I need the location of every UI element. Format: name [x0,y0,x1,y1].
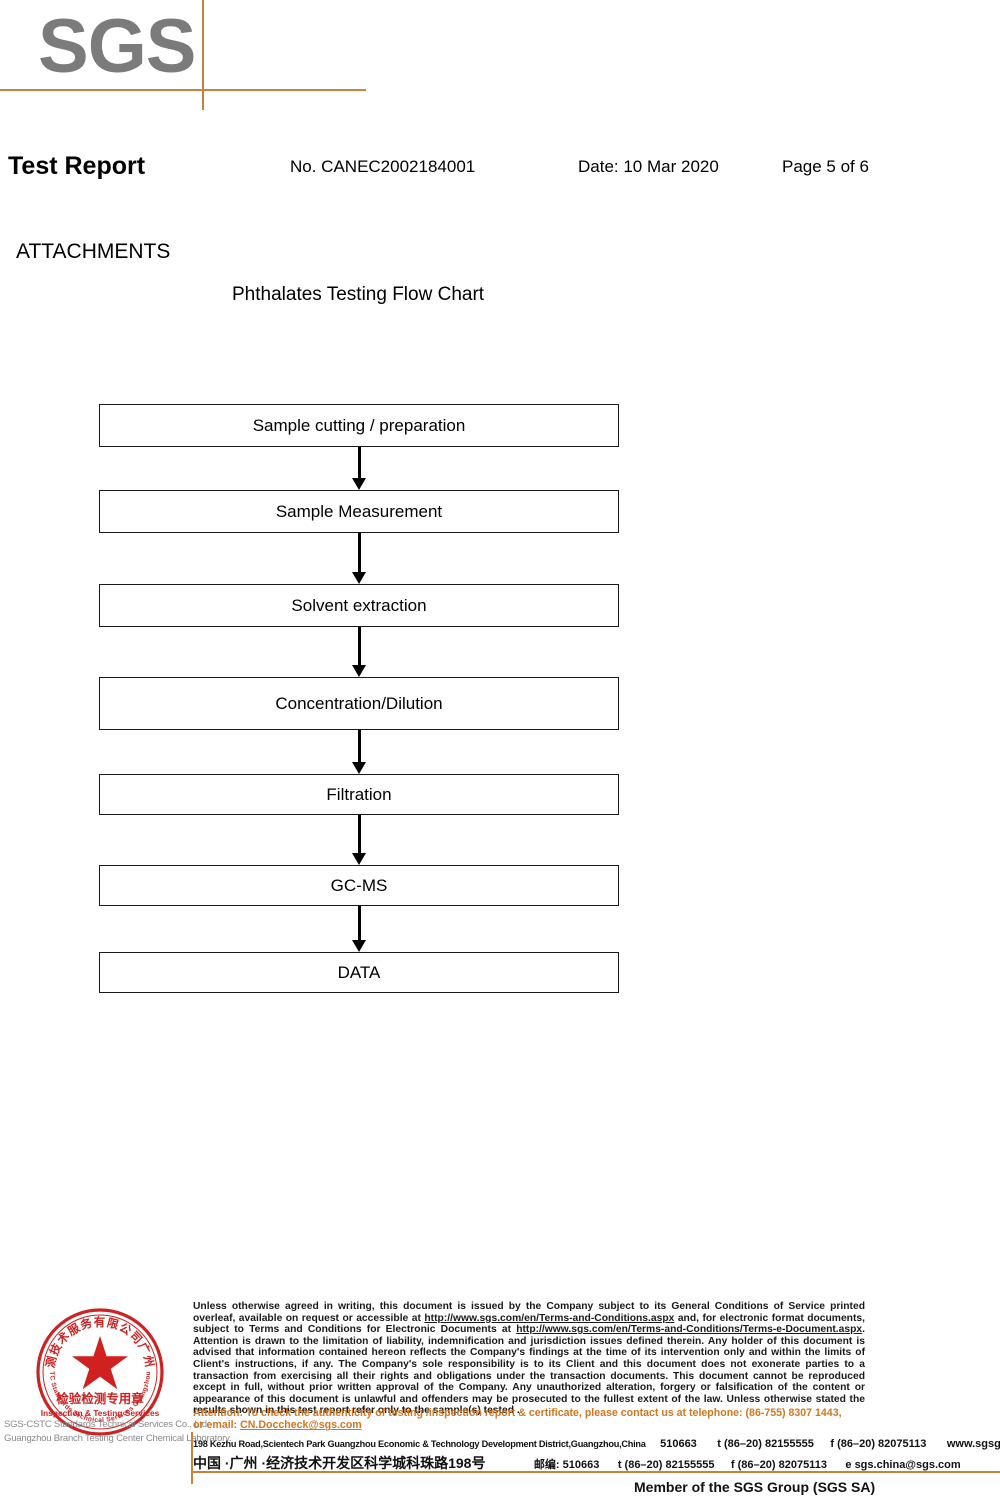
flow-step-6: GC-MS [99,865,619,906]
legal-paragraph-1: Unless otherwise agreed in writing, this… [193,1301,865,1324]
attention-text: Attention: To check the authenticity of … [193,1407,842,1419]
page-title: Test Report [8,152,146,180]
seal-overlay-line-2: Guangzhou Branch Testing Center Chemical… [4,1433,232,1444]
flow-step-label: Sample cutting / preparation [252,415,466,435]
flow-step-4: Concentration/Dilution [99,677,619,730]
report-date: Date: 10 Mar 2020 [578,157,719,176]
website-link[interactable]: www.sgsgroup.com.cn [946,1438,1000,1450]
footer-horizontal-rule [193,1471,1000,1473]
flow-arrow-5 [99,815,619,865]
svg-text:Inspection & Testing Services: Inspection & Testing Services [41,1408,160,1418]
telephone-cn: t (86–20) 82155555 [617,1459,715,1471]
inspection-testing-seal-icon: 检验检测技术服务有限公司广州分公司 SGS-CSTC Standards Tec… [30,1302,164,1436]
attention-notice: Attention: To check the authenticity of … [193,1407,883,1432]
page-indicator: Page 5 of 6 [782,157,869,176]
address-block: 198 Kezhu Road,Scientech Park Guangzhou … [193,1434,1000,1477]
flow-step-2: Sample Measurement [99,490,619,533]
address-row-cn: 中国 ·广州 ·经济技术开发区科学城科珠路198号 邮编: 510663 t (… [193,1453,961,1477]
flow-step-3: Solvent extraction [99,584,619,627]
address-english: 198 Kezhu Road,Scientech Park Guangzhou … [193,1439,646,1449]
logo-horizontal-rule [0,89,366,91]
flow-step-label: Concentration/Dilution [275,693,443,713]
flow-arrow-6 [99,906,619,952]
flowchart-title: Phthalates Testing Flow Chart [232,284,485,305]
address-divider [191,1432,193,1484]
svg-text:检验检测专用章: 检验检测专用章 [56,1391,144,1406]
flow-step-1: Sample cutting / preparation [99,404,619,447]
email-link[interactable]: e sgs.china@sgs.com [845,1459,961,1471]
fax-cn: f (86–20) 82075113 [730,1459,827,1471]
legal-paragraph-2: and, for electronic format documents, su… [193,1312,865,1336]
postcode-en: 510663 [660,1438,697,1450]
flow-step-7: DATA [99,952,619,993]
seal-overlay-line-1: SGS-CSTC Standards Technical Services Co… [4,1419,210,1430]
address-chinese: 中国 ·广州 ·经济技术开发区科学城科珠路198号 [193,1455,486,1471]
address-row-en: 198 Kezhu Road,Scientech Park Guangzhou … [193,1434,1000,1453]
report-number: No. CANEC2002184001 [290,157,476,176]
member-of-sgs-group: Member of the SGS Group (SGS SA) [634,1479,876,1495]
fax-en: f (86–20) 82075113 [830,1438,927,1450]
terms-conditions-link[interactable]: http://www.sgs.com/en/Terms-and-Conditio… [424,1312,675,1324]
flow-arrow-3 [99,627,619,677]
phthalates-testing-flowchart: Sample cutting / preparation Sample Meas… [99,404,621,993]
page-footer: 检验检测技术服务有限公司广州分公司 SGS-CSTC Standards Tec… [0,1290,1000,1498]
attention-email-prefix: or email: [193,1419,241,1432]
flow-step-label: Filtration [326,784,392,804]
sgs-logo: SGS [38,4,196,89]
company-seal: 检验检测技术服务有限公司广州分公司 SGS-CSTC Standards Tec… [4,1300,232,1450]
attention-email-row: or email: CN.Doccheck@sgs.com [193,1419,883,1431]
flow-arrow-2 [99,533,619,584]
flow-arrow-4 [99,730,619,774]
flow-step-label: Solvent extraction [291,595,427,615]
flow-step-label: Sample Measurement [275,501,443,521]
terms-e-document-link[interactable]: http://www.sgs.com/en/Terms-and-Conditio… [516,1324,863,1336]
telephone-en: t (86–20) 82155555 [717,1438,814,1450]
flow-arrow-1 [99,447,619,490]
seal-overlay-text: SGS-CSTC Standards Technical Services Co… [4,1418,232,1446]
legal-paragraph-3: . Attention is drawn to the limitation o… [193,1324,865,1417]
legal-disclaimer: Unless otherwise agreed in writing, this… [193,1301,865,1417]
attachments-heading: ATTACHMENTS [16,240,171,263]
flow-step-5: Filtration [99,774,619,815]
doccheck-email-link[interactable]: CN.Doccheck@sgs.com [240,1419,362,1432]
flow-step-label: DATA [337,962,381,982]
page-header-logo-block: SGS [0,0,1000,120]
flow-step-label: GC-MS [330,875,388,895]
logo-vertical-rule [202,0,204,110]
postcode-cn: 邮编: 510663 [533,1459,600,1471]
report-header: Test Report No. CANEC2002184001 Date: 10… [0,150,1000,184]
